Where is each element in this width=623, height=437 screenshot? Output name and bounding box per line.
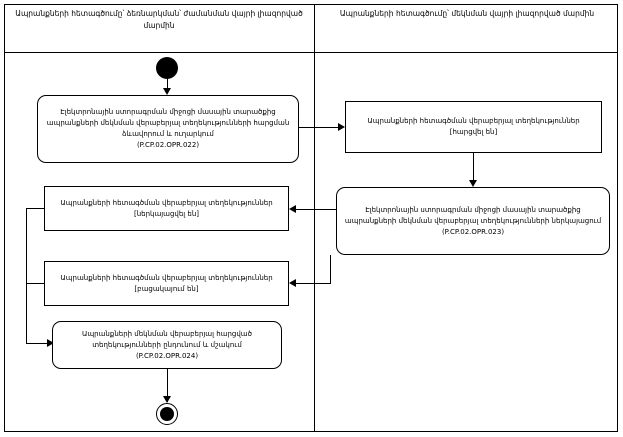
end-node-fill [160,407,174,421]
activity-node-opr-023[interactable]: Էլեկտրոնային ստորագրման միջոցի մասային տ… [336,187,610,255]
edge-doc-accepted-to-bus [26,208,44,209]
edge-start-to-activity022 [167,79,168,89]
edge-activity024-to-end [167,369,168,402]
arrowhead-down-activity023 [469,180,477,187]
edge-doc-sent-to-activity023 [473,153,474,181]
arrowhead-down-activity022 [163,88,171,95]
object-node-tracking-info-provided-label: Ապրանքների հետագծման վերաբերյալ տեղեկութ… [60,198,273,218]
edge-bus-to-activity024 [26,343,50,344]
swimlane-title-right: Ապրանքների հետագծումը՝ մեկնման վայրի լիա… [339,9,595,18]
activity-node-opr-022-label: Էլեկտրոնային ստորագրման միջոցի մասային տ… [46,108,290,149]
arrowhead-right-activity024 [47,339,54,347]
object-node-tracking-info-missing[interactable]: Ապրանքների հետագծման վերաբերյալ տեղեկութ… [44,261,289,306]
arrowhead-left-doc-accepted [289,205,296,213]
swimlane-title-left: Ապրանքների հետագծումը՝ ձեռնարկման՝ ժաման… [15,9,303,30]
edge-activity023-to-doc-accepted [296,209,336,210]
object-node-tracking-info-missing-label: Ապրանքների հետագծման վերաբերյալ տեղեկութ… [60,273,273,293]
activity-node-opr-024[interactable]: Ապրանքների մեկնման վերաբերյալ հարցված տե… [52,321,282,369]
edge-activity022-to-doc-sent [299,127,339,128]
swimlane-header-divider [4,52,618,53]
object-node-tracking-info-provided[interactable]: Ապրանքների հետագծման վերաբերյալ տեղեկութ… [44,186,289,231]
activity-node-opr-022[interactable]: Էլեկտրոնային ստորագրման միջոցի մասային տ… [37,95,299,163]
diagram-frame [4,4,618,432]
activity-node-opr-023-label: Էլեկտրոնային ստորագրման միջոցի մասային տ… [344,205,602,236]
edge-left-bus-vertical [26,208,27,343]
swimlane-divider [314,4,315,432]
object-node-tracking-info-requested[interactable]: Ապրանքների հետագծման վերաբերյալ տեղեկութ… [345,101,602,153]
arrowhead-right-doc-sent [338,123,345,131]
object-node-tracking-info-requested-label: Ապրանքների հետագծման վերաբերյալ տեղեկութ… [367,117,580,136]
edge-doc-rejected-to-bus [26,283,44,284]
edge-activity023-to-doc-rejected [296,283,331,284]
arrowhead-left-doc-rejected [289,279,296,287]
edge-activity023-down [330,255,331,283]
start-node [156,57,178,79]
arrowhead-down-end [163,396,171,403]
activity-node-opr-024-label: Ապրանքների մեկնման վերաբերյալ հարցված տե… [82,329,252,360]
